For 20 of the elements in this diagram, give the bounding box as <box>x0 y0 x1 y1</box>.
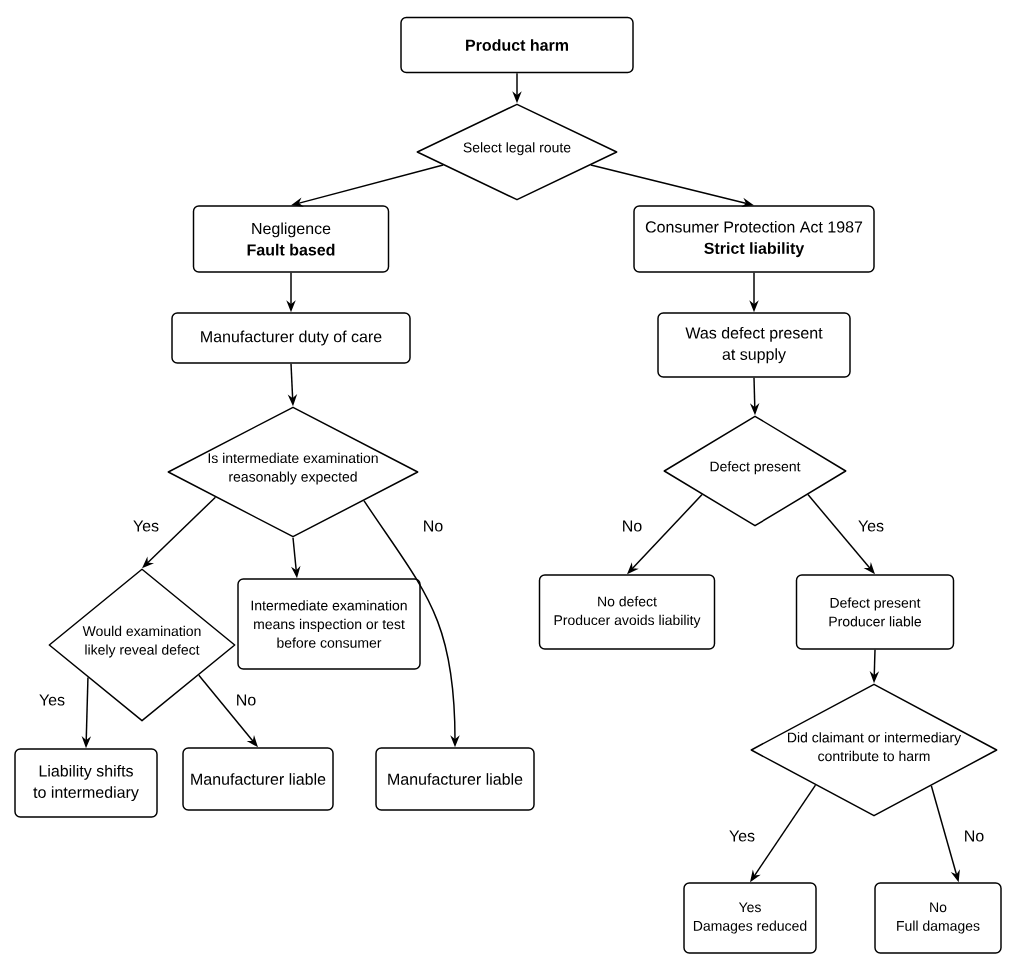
edge-label: Yes <box>727 829 757 843</box>
process-box: Liability shifts to intermediary <box>14 748 158 818</box>
process-box: No Full damages <box>874 882 1002 954</box>
edge-label: Yes <box>856 519 886 533</box>
process-box: Product harm <box>400 16 634 74</box>
edge-label: Yes <box>131 519 161 533</box>
process-box: Negligence Fault based <box>192 205 390 273</box>
process-box: Defect present Producer liable <box>795 574 955 650</box>
edge-label: No <box>620 519 644 533</box>
edge-label: No <box>962 829 986 843</box>
process-box: No defect Producer avoids liability <box>538 574 716 650</box>
process-box: Consumer Protection Act 1987 Strict liability <box>633 205 875 273</box>
process-box: Manufacturer liable <box>182 747 334 811</box>
process-box: Manufacturer liable <box>375 747 535 811</box>
edge-label: No <box>421 519 445 533</box>
process-box: Manufacturer duty of care <box>171 312 411 364</box>
process-box: Was defect present at supply <box>657 312 851 378</box>
process-box: Intermediate examination means inspection or test before consumer <box>237 578 421 670</box>
edge-label: No <box>234 693 258 707</box>
process-box: Yes Damages reduced <box>683 882 817 954</box>
